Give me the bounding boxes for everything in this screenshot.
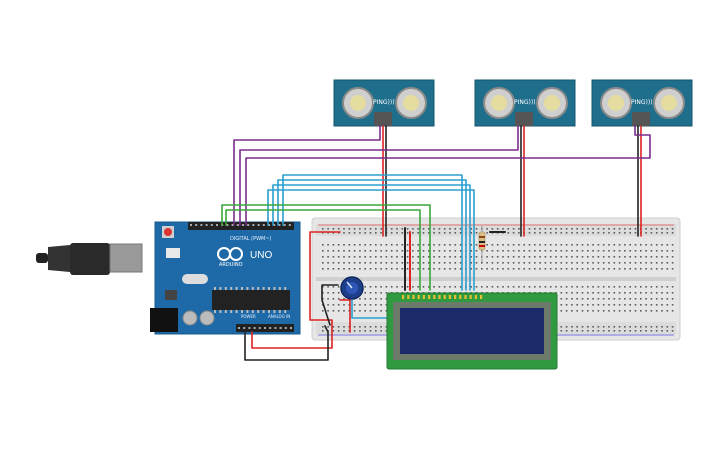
wire-pot-power — [339, 299, 351, 333]
wire-sensor-2-signal — [239, 125, 519, 226]
usb-connector-body — [70, 243, 110, 275]
usb-plug-tip — [36, 253, 48, 263]
model-label: UNO — [250, 250, 272, 261]
sensor-1-label: PING))) — [373, 99, 395, 106]
wire-gnd-rail — [244, 325, 329, 361]
arduino-logo-icon — [217, 247, 243, 261]
lcd-16x2[interactable] — [386, 292, 558, 370]
usb-port — [109, 243, 143, 273]
brand-label: ARDUINO — [219, 262, 243, 268]
digital-header-label: DIGITAL (PWM~) — [230, 236, 272, 242]
lcd-header-pins — [402, 295, 483, 299]
sensor-2-label: PING))) — [514, 99, 536, 106]
wire-sensor-3-signal — [245, 125, 651, 226]
wire-lcd-d4 — [267, 189, 475, 291]
power-analog-header-pins — [238, 327, 292, 329]
wire-5v-rail — [251, 231, 341, 349]
voltage-regulator — [166, 248, 180, 258]
reset-button[interactable] — [164, 228, 172, 236]
ultrasonic-sensor-1[interactable]: PING))) — [333, 79, 435, 127]
analog-header-label: ANALOG IN — [268, 314, 290, 319]
ultrasonic-sensor-2[interactable]: PING))) — [474, 79, 576, 127]
resistor[interactable] — [478, 226, 486, 262]
wire-lcd-rs — [221, 204, 431, 291]
wire-lcd-enable — [225, 209, 421, 291]
wire-sensor-1-signal — [233, 125, 381, 226]
wire-gnd-jumper — [321, 284, 339, 326]
wires — [221, 125, 651, 361]
atmega-chip-pins — [214, 287, 287, 313]
small-chip — [165, 290, 177, 300]
usb-cable-boot — [48, 245, 70, 272]
atmega-chip — [212, 290, 290, 310]
wire-pot-wiper — [351, 299, 389, 319]
digital-header — [188, 222, 294, 230]
arduino-uno[interactable]: DIGITAL (PWM~) ARDUINO UNO POWER ANALOG … — [36, 221, 301, 335]
power-header-label: POWER — [241, 314, 256, 319]
wire-lcd-d6 — [277, 179, 467, 291]
dc-power-jack — [150, 308, 178, 332]
capacitor-1 — [182, 310, 198, 326]
capacitor-2 — [199, 310, 215, 326]
wire-lcd-d7 — [282, 174, 463, 291]
crystal — [182, 274, 208, 284]
sensor-3-label: PING))) — [631, 99, 653, 106]
potentiometer[interactable] — [340, 276, 364, 300]
lcd-screen — [400, 308, 544, 354]
ultrasonic-sensor-3[interactable]: PING))) — [591, 79, 693, 127]
